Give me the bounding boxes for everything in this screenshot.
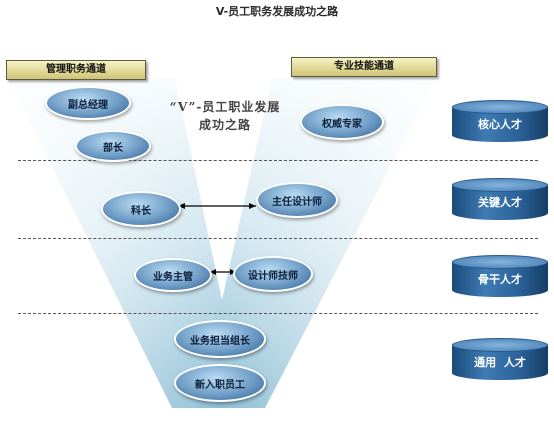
technical-channel-label: 专业技能通道 xyxy=(291,57,437,77)
talent-level-label: 关键人才 xyxy=(478,196,522,209)
talent-level-key: 关键人才 xyxy=(452,178,548,220)
position-business-supervisor: 业务主管 xyxy=(134,258,212,292)
cylinder-top xyxy=(452,338,548,352)
talent-level-core: 核心人才 xyxy=(452,100,548,142)
level-divider-3 xyxy=(18,313,538,314)
level-divider-1 xyxy=(18,160,538,161)
position-authority-expert: 权威专家 xyxy=(300,104,384,140)
position-team-leader: 业务担当组长 xyxy=(174,320,266,358)
management-channel-label: 管理职务通道 xyxy=(6,60,146,80)
talent-level-label: 骨干人才 xyxy=(478,273,522,286)
cylinder-top xyxy=(452,100,548,114)
position-department-head: 部长 xyxy=(75,130,151,162)
level-divider-2 xyxy=(18,238,538,239)
talent-level-general: 通用 人才 xyxy=(452,338,548,380)
cylinder-top xyxy=(452,255,548,269)
arrowhead-right-upper xyxy=(249,203,256,209)
v-path-note: “V”-员工职业发展 成功之路 xyxy=(160,98,290,134)
arrowhead-left-upper xyxy=(178,203,185,209)
cylinder-top xyxy=(452,178,548,192)
talent-level-label: 核心人才 xyxy=(478,118,522,131)
position-designer-technician: 设计师技师 xyxy=(233,256,313,292)
v-note-line2: 成功之路 xyxy=(198,118,251,132)
talent-level-backbone: 骨干人才 xyxy=(452,255,548,297)
arrowhead-left-lower xyxy=(210,269,216,275)
position-section-chief: 科长 xyxy=(101,191,181,227)
talent-level-label: 通用 人才 xyxy=(474,356,526,369)
v-note-line1: “V”-员工职业发展 xyxy=(169,100,281,114)
position-deputy-gm: 副总经理 xyxy=(45,86,131,120)
position-new-employee: 新入职员工 xyxy=(174,364,266,402)
position-chief-designer: 主任设计师 xyxy=(256,182,338,218)
diagram-title: V-员工职务发展成功之路 xyxy=(215,5,339,18)
